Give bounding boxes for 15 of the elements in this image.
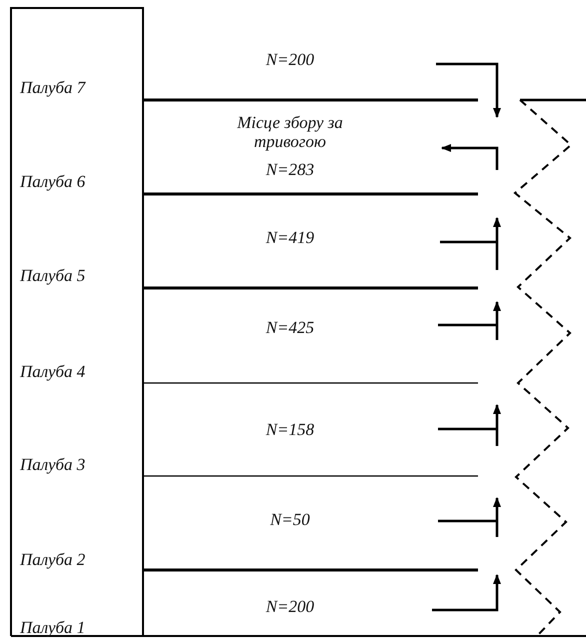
passenger-count-label: N=419	[264, 228, 316, 247]
passenger-count-label: N=200	[264, 597, 316, 616]
deck-label: Палуба 5	[20, 266, 86, 285]
passenger-count-label: N=50	[269, 510, 311, 529]
passenger-count-label: N=283	[264, 160, 316, 179]
passenger-count-label: N=425	[264, 318, 316, 337]
deck-label: Палуба 7	[20, 78, 86, 97]
passenger-count-label: Місце збору за тривогою	[236, 113, 344, 151]
passenger-count-label: N=158	[264, 420, 316, 439]
passenger-count-label: N=200	[264, 50, 316, 69]
deck-label: Палуба 2	[20, 550, 86, 569]
deck-label: Палуба 3	[20, 455, 86, 474]
deck-label: Палуба 1	[20, 618, 86, 637]
deck-label: Палуба 4	[20, 362, 86, 381]
deck-label: Палуба 6	[20, 172, 86, 191]
